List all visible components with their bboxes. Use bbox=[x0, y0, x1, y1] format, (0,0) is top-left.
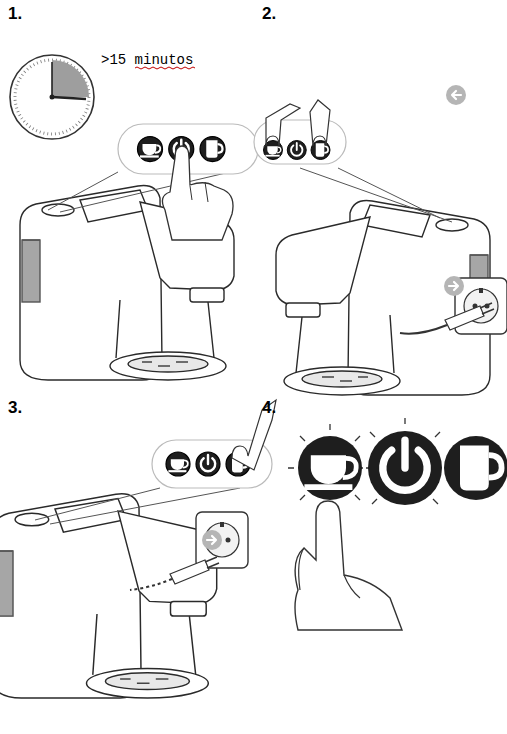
clock-pin bbox=[50, 95, 55, 100]
plug bbox=[170, 560, 209, 584]
button bbox=[368, 431, 442, 505]
step-number: 4. bbox=[262, 398, 276, 418]
direction-arrow bbox=[446, 85, 466, 105]
time-note: >15 minutos bbox=[101, 52, 193, 68]
finger bbox=[266, 104, 300, 146]
step-number: 2. bbox=[262, 4, 276, 24]
hand bbox=[162, 146, 233, 240]
buttons bbox=[264, 141, 331, 160]
clock-ticks bbox=[15, 60, 89, 134]
button-large bbox=[444, 436, 507, 500]
button-large bbox=[368, 431, 442, 505]
glow-ray bbox=[358, 418, 452, 504]
plug bbox=[445, 306, 484, 330]
plug-arrow bbox=[202, 530, 222, 550]
plug-pins bbox=[205, 557, 219, 568]
finger-lines bbox=[299, 548, 360, 598]
clock-hand bbox=[51, 62, 53, 97]
step-number: 1. bbox=[8, 4, 22, 24]
time-sector bbox=[52, 60, 89, 97]
cable bbox=[130, 579, 172, 590]
clock-hand bbox=[52, 97, 86, 99]
plug-pins bbox=[480, 303, 494, 314]
finger-lines bbox=[190, 182, 208, 202]
glow-ray bbox=[288, 424, 372, 500]
espresso-symbol bbox=[304, 455, 356, 487]
glow-rays bbox=[288, 418, 452, 504]
plug-arrow bbox=[444, 276, 464, 296]
mug-symbol bbox=[460, 446, 502, 491]
zoom-line bbox=[300, 168, 452, 222]
wall-socket bbox=[196, 512, 248, 568]
cable bbox=[400, 325, 447, 334]
power-symbol bbox=[383, 440, 427, 490]
coffee-machine bbox=[0, 494, 217, 698]
hand bbox=[295, 501, 402, 630]
button-row bbox=[264, 141, 331, 160]
button-large bbox=[298, 436, 362, 500]
button bbox=[444, 436, 507, 500]
finger bbox=[310, 100, 330, 146]
step-number: 3. bbox=[8, 398, 22, 418]
button bbox=[298, 436, 362, 500]
clock-face bbox=[10, 55, 94, 139]
